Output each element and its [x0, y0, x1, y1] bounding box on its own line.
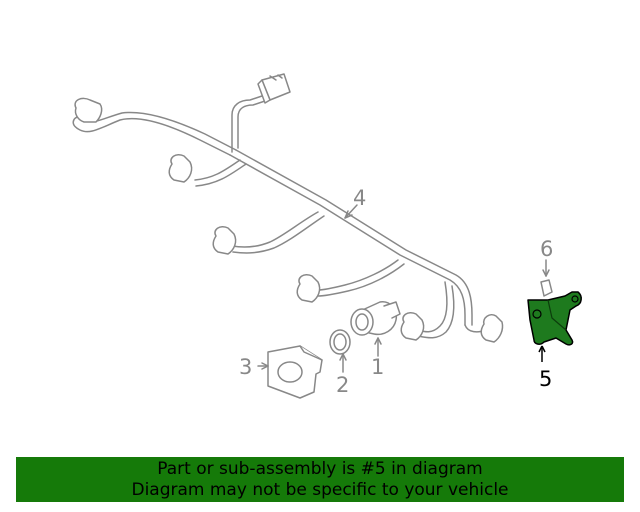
banner-line-part: Part or sub-assembly is #5 in diagram: [157, 459, 483, 479]
callout-3: 3: [239, 355, 252, 379]
bezel-part-3: [267, 345, 323, 399]
harness-connectors: [74, 73, 504, 343]
callout-5: 5: [539, 367, 552, 391]
clip-part-6: [540, 279, 553, 297]
callout-1: 1: [371, 355, 384, 379]
wiring-harness: [72, 95, 487, 339]
callout-4: 4: [353, 186, 366, 210]
banner-line-disclaimer: Diagram may not be specific to your vehi…: [131, 480, 509, 500]
ring-part-2: [329, 329, 351, 355]
leader-lines: [257, 204, 550, 373]
info-banner: Part or sub-assembly is #5 in diagram Di…: [16, 457, 624, 502]
callout-6: 6: [540, 237, 553, 261]
callout-2: 2: [336, 373, 349, 397]
bracket-part-5-highlighted[interactable]: [527, 291, 582, 362]
sensor-part-1: [350, 301, 401, 336]
